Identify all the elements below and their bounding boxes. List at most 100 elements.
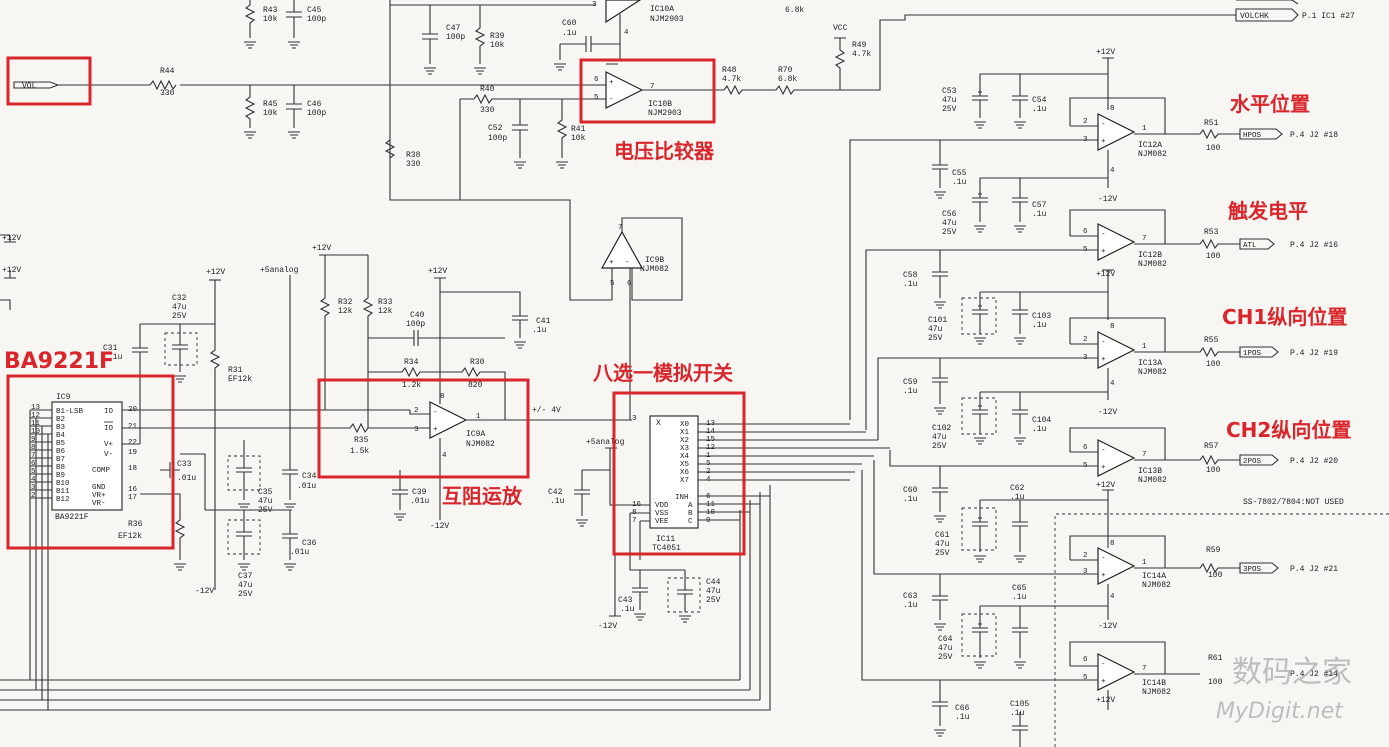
ic9a-plus12-left: +12V (312, 244, 331, 253)
ic13a-type: NJM082 (1138, 368, 1167, 377)
r53-value: 100 (1206, 252, 1221, 261)
r48-ref: R48 (722, 66, 737, 75)
c105-value: .1u (1010, 709, 1025, 718)
c53-voltage: 25V (942, 105, 957, 114)
c61-voltage: 25V (935, 549, 950, 558)
r57-ref: R57 (1204, 442, 1219, 451)
c45-top-value: 100p (307, 15, 326, 24)
c44-ref: C44 (706, 578, 721, 587)
annotation-trigger-level: 触发电平 (1228, 199, 1308, 223)
svg-text:-: - (433, 409, 438, 417)
ic9-pin-b4: B4 (56, 432, 66, 440)
ic9b-type: NJM082 (640, 265, 669, 274)
svg-text:1: 1 (476, 413, 481, 421)
r44-value: 330 (160, 89, 175, 98)
annotation-dac: BA9221F (4, 349, 114, 374)
ic12a-minus12: -12V (1098, 195, 1117, 204)
svg-text:4: 4 (624, 29, 629, 37)
r32-value: 12k (338, 307, 353, 316)
svg-text:8: 8 (1110, 540, 1115, 548)
ic11-pin-x1: X1 (680, 429, 690, 437)
svg-text:17: 17 (128, 494, 137, 502)
c62-value: .1u (1010, 493, 1025, 502)
watermark-cn: 数码之家 (1232, 655, 1352, 690)
ic9-pin-v: V+ (104, 441, 114, 449)
hpos-net: HPOS (1243, 132, 1262, 140)
ic13b-ref: IC13B (1138, 467, 1162, 476)
c60b-value: .1u (903, 495, 918, 504)
c32-ref: C32 (172, 294, 187, 303)
c41-ref: C41 (536, 317, 551, 326)
c56-voltage: 25V (942, 228, 957, 237)
svg-text:-: - (1101, 447, 1106, 455)
r34-value: 1.2k (402, 381, 421, 390)
c101-value: 47u (928, 325, 943, 334)
ic9-pin-vr: VR+ (92, 492, 106, 500)
c56-ref: C56 (942, 210, 957, 219)
c56-value: 47u (942, 219, 957, 228)
c47-ref: C47 (446, 24, 461, 33)
c55-ref: C55 (952, 169, 967, 178)
r40-ref: R40 (480, 85, 495, 94)
volchk-net: VOLCHK (1240, 12, 1269, 21)
svg-text:-: - (1101, 661, 1106, 669)
2pos-ref: P.4 J2 #20 (1290, 457, 1338, 466)
svg-text:21: 21 (128, 423, 138, 431)
ic9-pin-b9: B9 (56, 472, 65, 480)
c66-ref: C66 (955, 704, 970, 713)
ic9b-ref: IC9B (645, 256, 664, 265)
c54-value: .1u (1032, 105, 1047, 114)
ic14a-minus12: -12V (1098, 622, 1117, 631)
svg-text:4: 4 (442, 452, 447, 460)
annotation-mux: 八选一模拟开关 (593, 361, 733, 385)
r32-ref: R32 (338, 298, 353, 307)
c52-value: 100p (488, 134, 507, 143)
r33-value: 12k (378, 307, 393, 316)
ic14b-ref: IC14B (1142, 679, 1166, 688)
ic9-pin-number: 7 (31, 452, 36, 460)
ic10b-comparator: + - 6 5 7 IC10B NJM2903 R40 330 C52 100p… (384, 0, 1355, 301)
c46-value: 100p (307, 109, 326, 118)
r33-ref: R33 (378, 298, 393, 307)
c40-ref: C40 (410, 311, 425, 320)
c46-ref: C46 (307, 100, 322, 109)
r39-ref: R39 (490, 32, 505, 41)
ic9-pin-v: V- (104, 451, 113, 459)
ic11-pin-a: A (688, 502, 693, 510)
ic12a-hpos: +12V C53 47u 25V C54 .1u - + 2 3 1 8 4 I… (849, 48, 1338, 420)
r55-ref: R55 (1204, 336, 1219, 345)
ic9-pin-b6: B6 (56, 448, 66, 456)
c64-ref: C64 (938, 635, 953, 644)
c59-value: .1u (903, 387, 918, 396)
r36-ref: R36 (128, 520, 143, 529)
r61-ref: R61 (1208, 654, 1223, 663)
ic9-pin-number: 8 (31, 444, 36, 452)
ic9-pin-b12: B12 (56, 496, 70, 504)
ic11-ref: IC11 (656, 535, 675, 544)
svg-text:7: 7 (1142, 235, 1147, 243)
c55-value: .1u (952, 178, 967, 187)
svg-text:-: - (1101, 555, 1106, 563)
svg-text:2: 2 (1083, 552, 1088, 560)
c60-ref: C60 (562, 19, 577, 28)
ic12b-atl: C56 47u 25V C57 .1u - + 6 5 7 IC12B NJM0… (865, 177, 1338, 430)
ic11-pin-vee: VEE (655, 518, 669, 526)
c104-value: .1u (1032, 425, 1047, 434)
r40-value: 330 (480, 106, 495, 115)
r51-value: 100 (1206, 144, 1221, 153)
c61-value: 47u (935, 540, 950, 549)
annotations: 水平位置 电压比较器 触发电平 CH1纵向位置 BA9221F 八选一模拟开关 … (4, 92, 1351, 508)
ic9-plus12: +12V (206, 268, 225, 277)
svg-text:5: 5 (594, 94, 599, 102)
ic9-pin-number: 5 (31, 468, 36, 476)
highlight-dac (6, 374, 175, 550)
ic14b-plus12: +12V (1096, 696, 1115, 705)
ic9-pin-gnd: GND (92, 484, 106, 492)
ic9-pin-number: 6 (31, 460, 36, 468)
svg-text:7: 7 (1142, 451, 1147, 459)
ic9-pin-io: IO (104, 425, 114, 433)
svg-text:4: 4 (1110, 593, 1115, 601)
